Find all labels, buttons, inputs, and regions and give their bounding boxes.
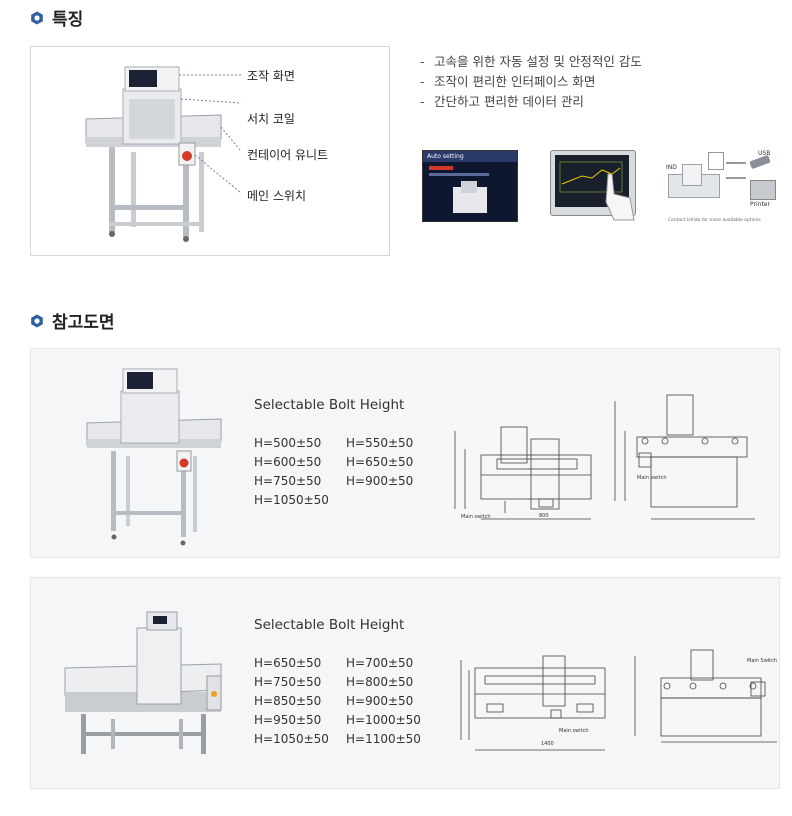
main-switch-label: Main switch [461,514,491,520]
printer-icon [750,180,776,200]
height-option: H=900±50 [346,694,414,708]
feature-bullet: -고속을 위한 자동 설정 및 안정적인 감도 [420,54,642,69]
reference-title: 참고도면 [52,313,115,333]
usb-icon [749,154,771,170]
selectable-bolt-height-title: Selectable Bolt Height [254,617,405,633]
main-switch-side-label: Main Switch [747,658,778,664]
feature-bullet: -간단하고 편리한 데이터 관리 [420,94,584,109]
touch-interface-thumbnail [550,150,636,222]
hexagon-bullet-icon [31,11,43,24]
features-heading: 특징 [30,5,83,30]
main-switch-side-label: Main switch [637,475,667,481]
feature-bullet-list: -고속을 위한 자동 설정 및 안정적인 감도 -조작이 편리한 인터페이스 화… [420,52,642,112]
callout-search-coil: 서치 코일 [247,112,295,126]
height-option: H=750±50 [254,675,322,689]
height-option: H=1000±50 [346,713,421,727]
width-dimension-label: 800 [539,513,549,519]
height-option: H=950±50 [254,713,322,727]
height-option: H=1050±50 [254,493,329,507]
main-switch-label: Main switch [559,728,589,734]
callout-operation-screen: 조작 화면 [247,69,295,83]
hexagon-bullet-icon [31,314,43,327]
callout-conveyor-unit: 컨테이어 유니트 [247,148,329,162]
height-option: H=650±50 [254,656,322,670]
feature-bullet: -조작이 편리한 인터페이스 화면 [420,74,596,89]
model-1-side-drawing [614,394,755,520]
printer-label: Printer [750,201,770,208]
height-option: H=800±50 [346,675,414,689]
bolt-height-options: H=650±50 H=700±50 H=750±50 H=800±50 H=85… [254,656,438,746]
height-option: H=1050±50 [254,732,329,746]
height-option: H=850±50 [254,694,322,708]
options-note: Contact Ishida for more available option… [668,218,761,223]
model-2-side-drawing [634,649,777,743]
features-product-panel: 조작 화면 서치 코일 컨테이어 유니트 메인 스위치 [30,46,390,256]
height-option: H=650±50 [346,455,414,469]
selectable-bolt-height-title: Selectable Bolt Height [254,397,405,413]
hand-icon [605,173,635,221]
bolt-height-options: H=500±50 H=550±50 H=600±50 H=650±50 H=75… [254,436,438,507]
model-2-machine-image [64,611,222,754]
reference-drawings-heading: 참고도면 [30,308,115,333]
model-1-machine-image [86,368,222,546]
features-title: 특징 [52,10,84,30]
model-2-front-drawing [460,655,606,751]
height-option: H=700±50 [346,656,414,670]
height-option: H=500±50 [254,436,322,450]
document-icon [708,152,724,170]
model-panel-2: Selectable Bolt Height H=650±50 H=700±50… [30,577,780,789]
callout-main-switch: 메인 스위치 [247,189,307,203]
height-option: H=750±50 [254,474,322,488]
height-option: H=550±50 [346,436,414,450]
width-dimension-label: 1400 [541,741,554,747]
height-option: H=1100±50 [346,732,421,746]
model-panel-1: Selectable Bolt Height H=500±50 H=550±50… [30,348,780,558]
ind-label: IND [666,164,677,171]
height-option: H=900±50 [346,474,414,488]
connectivity-diagram: IND USB Printer Contact Ishida for more … [666,150,782,230]
height-option: H=600±50 [254,455,322,469]
usb-label: USB [758,150,771,157]
metal-detector-machine-image [85,66,242,242]
auto-setting-screen-title: Auto setting [423,151,517,162]
model-1-front-drawing [454,426,592,520]
auto-setting-screen-thumbnail: Auto setting [422,150,518,222]
